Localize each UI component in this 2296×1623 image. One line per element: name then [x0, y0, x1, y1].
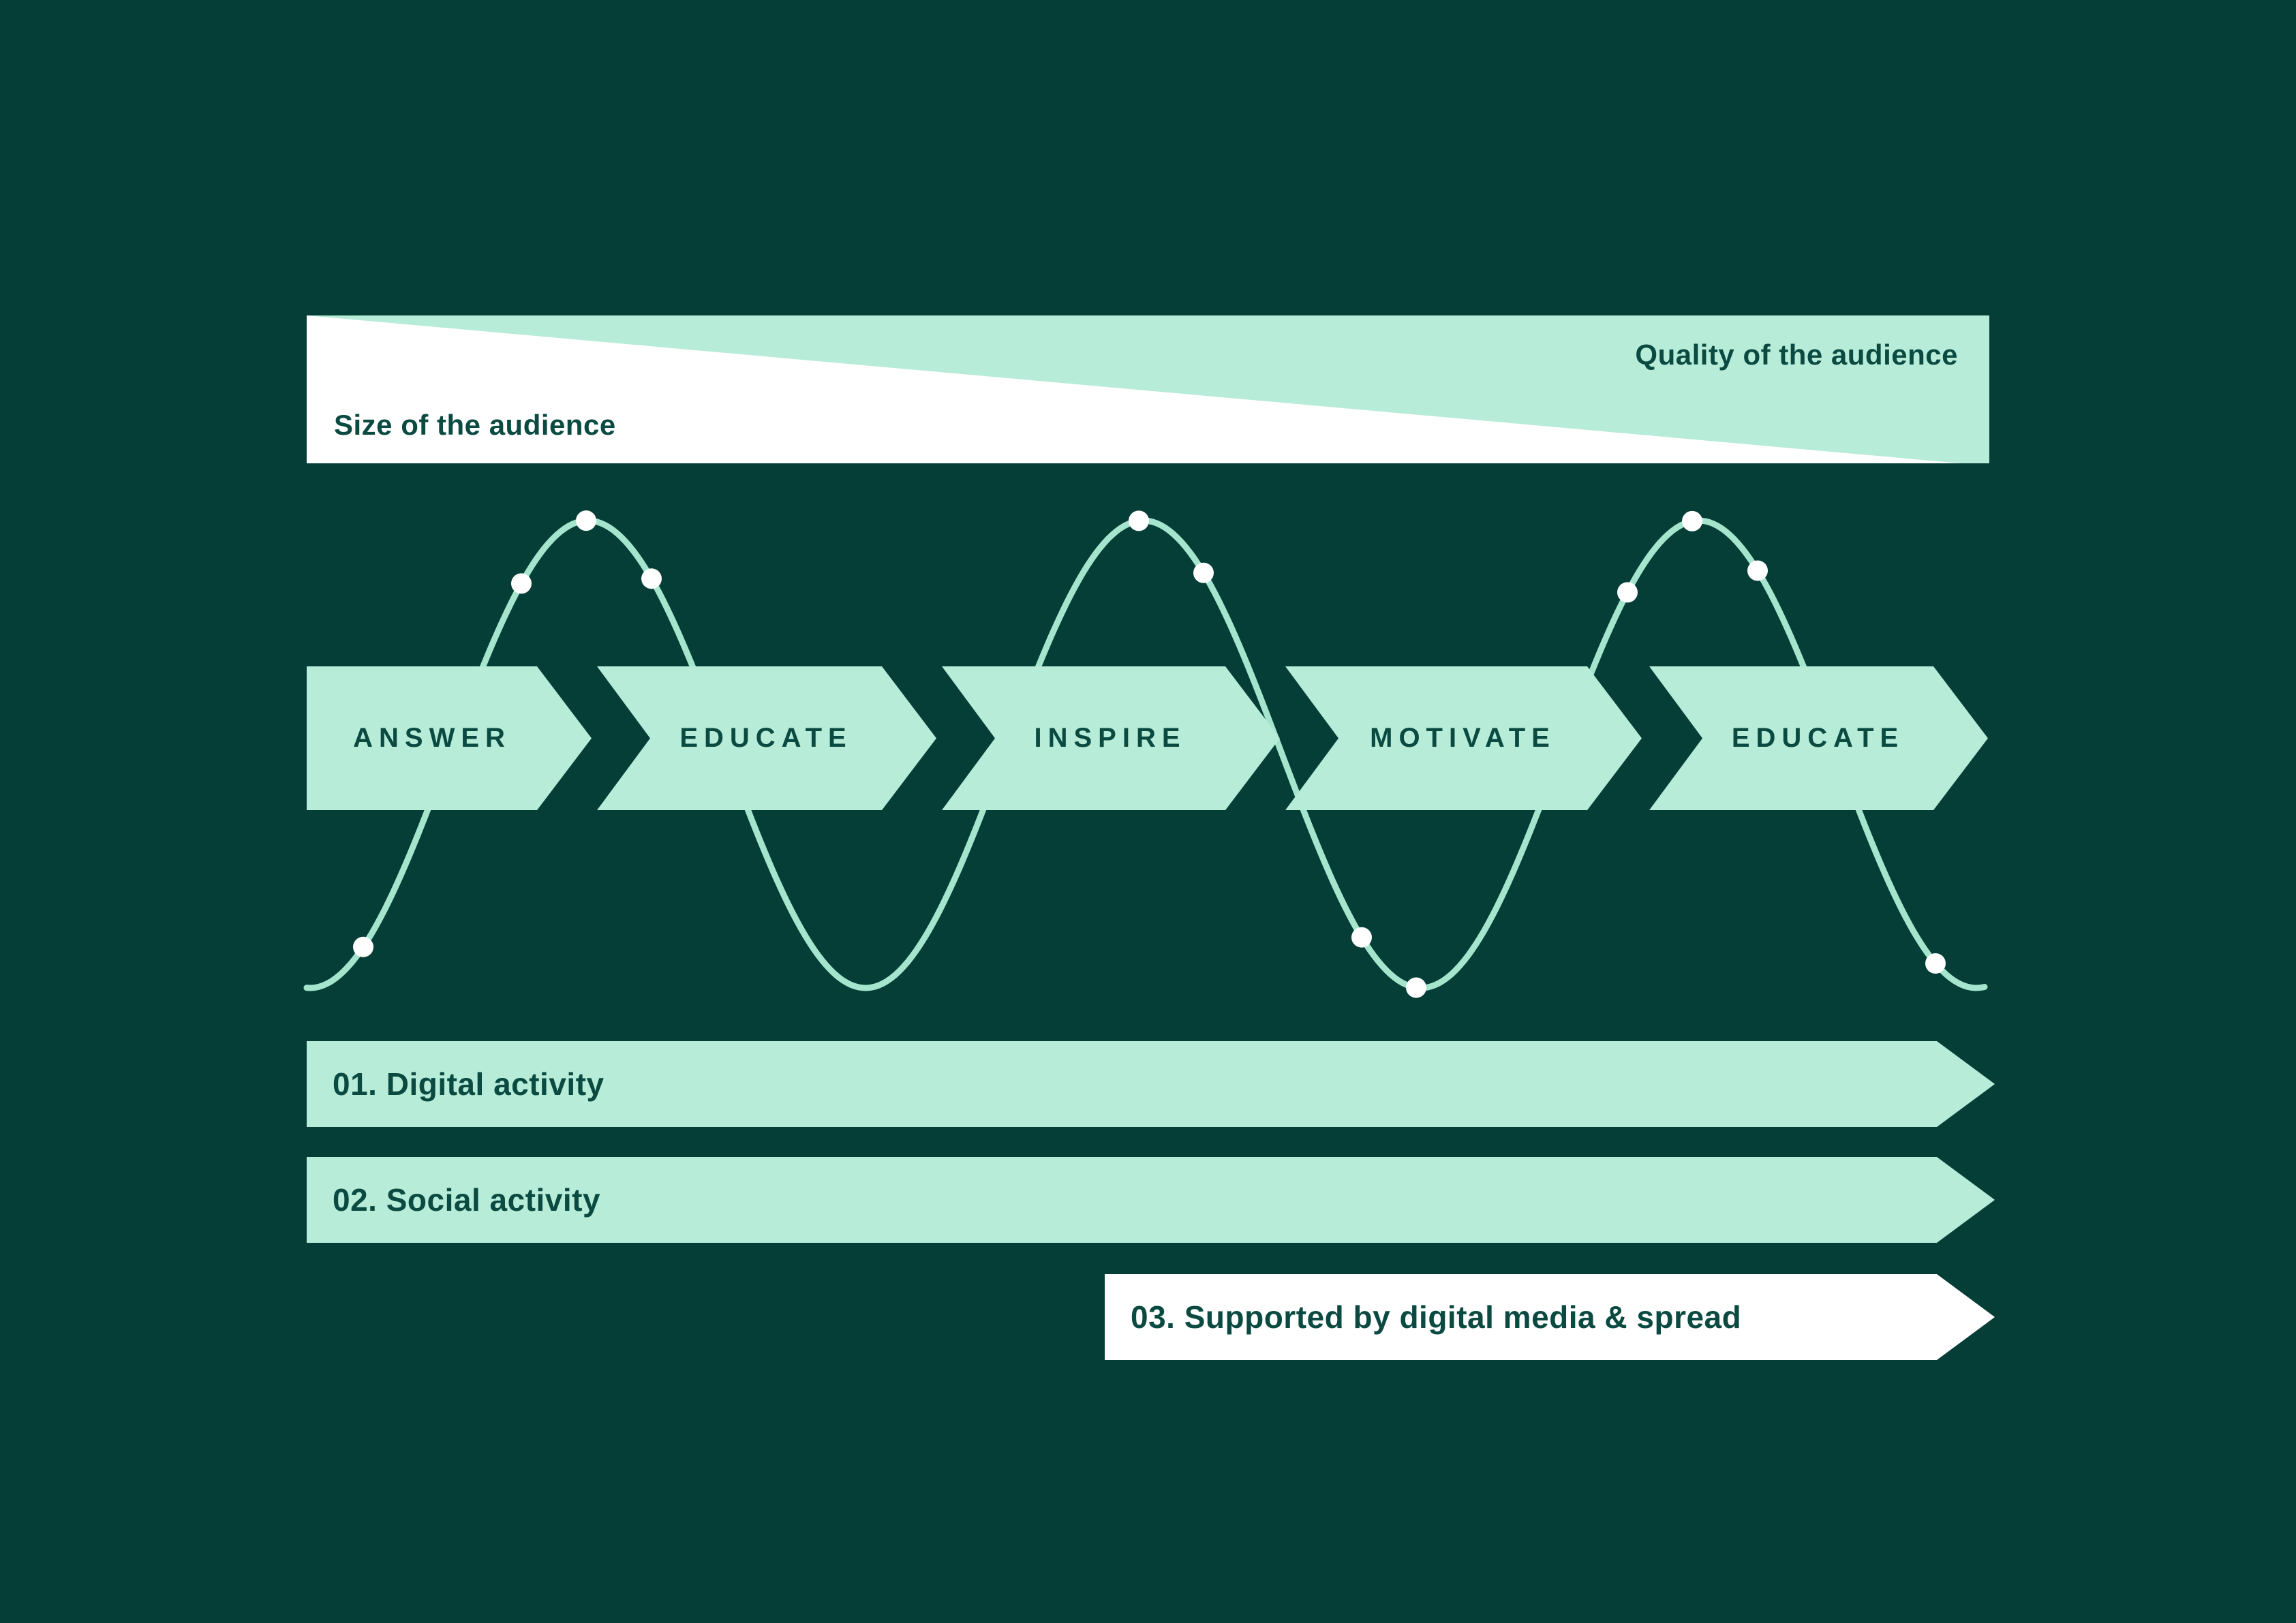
wave-dot [1747, 560, 1768, 581]
wave-dot [576, 510, 596, 531]
stage-label: ANSWER [353, 723, 511, 753]
wave-dot [1925, 953, 1946, 974]
wave-dot [1406, 977, 1426, 998]
wave-dot [511, 573, 532, 594]
wave-dot [1617, 582, 1638, 603]
stage-label: EDUCATE [679, 723, 853, 753]
stage-label: INSPIRE [1034, 723, 1187, 753]
stage-label: EDUCATE [1731, 723, 1905, 753]
wave-dot [641, 568, 662, 589]
wave-dot [1682, 510, 1702, 531]
activity-bar-label: 02. Social activity [333, 1182, 601, 1218]
size-of-audience-label: Size of the audience [334, 409, 616, 441]
wave-dot [1129, 510, 1149, 531]
wave-dots [353, 510, 1946, 998]
wave-dot [1351, 927, 1372, 948]
quality-of-audience-label: Quality of the audience [1635, 339, 1958, 371]
audience-banner: Size of the audience Quality of the audi… [307, 315, 1989, 463]
stage-arrow-educate-2: EDUCATE [1649, 666, 1988, 810]
activity-bar-digital: 01. Digital activity [307, 1041, 1995, 1127]
wave-dot [1193, 562, 1214, 583]
stage-label: MOTIVATE [1370, 723, 1556, 753]
stage-arrow-inspire: INSPIRE [942, 666, 1280, 810]
stage-arrow-educate: EDUCATE [597, 666, 936, 810]
activity-bar-social: 02. Social activity [307, 1157, 1995, 1243]
activity-bar-supported: 03. Supported by digital media & spread [1105, 1274, 1995, 1360]
stage-arrow-answer: ANSWER [307, 666, 592, 810]
activity-bar-label: 03. Supported by digital media & spread [1131, 1299, 1742, 1335]
wave-dot [353, 936, 373, 957]
stage-arrow-motivate: MOTIVATE [1285, 666, 1642, 810]
activity-bar-label: 01. Digital activity [333, 1066, 604, 1102]
